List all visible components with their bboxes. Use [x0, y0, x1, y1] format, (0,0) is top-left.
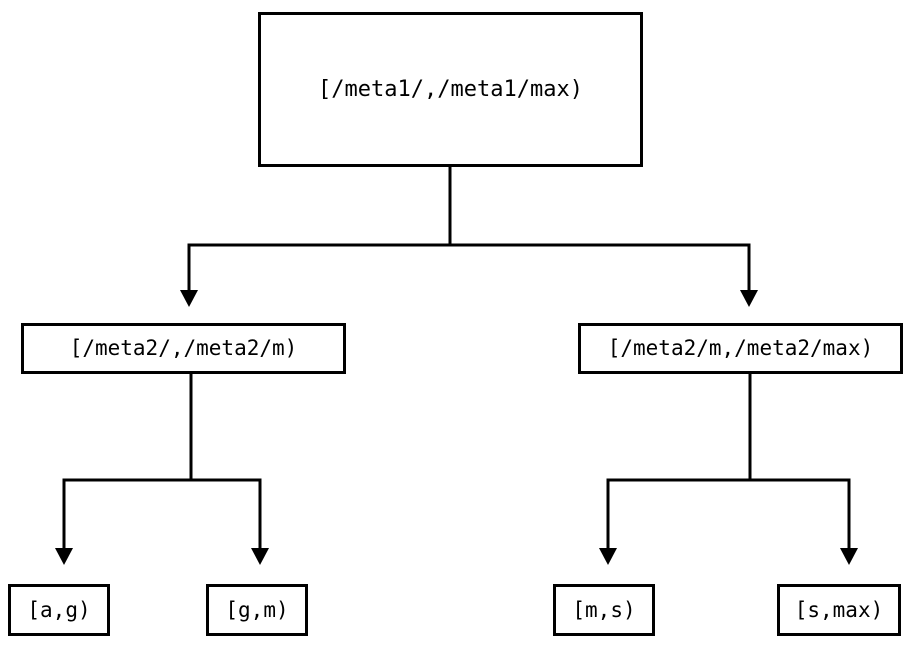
- tree-node-mid-right: [/meta2/m,/meta2/max): [578, 323, 903, 374]
- tree-node-root-label: [/meta1/,/meta1/max): [318, 76, 583, 102]
- tree-node-leaf-ag: [a,g): [8, 584, 110, 636]
- tree-node-leaf-ms-label: [m,s): [572, 597, 636, 622]
- tree-node-leaf-ms: [m,s): [553, 584, 655, 636]
- tree-node-root: [/meta1/,/meta1/max): [258, 12, 643, 167]
- edge-root-to-mid-left: [180, 167, 452, 307]
- tree-node-leaf-ag-label: [a,g): [27, 597, 91, 622]
- tree-node-mid-left: [/meta2/,/meta2/m): [21, 323, 346, 374]
- edge-mid-left-to-leaf-ag: [55, 374, 193, 565]
- tree-node-leaf-gm: [g,m): [206, 584, 308, 636]
- arrowhead-down-icon: [740, 290, 758, 307]
- edge-root-to-mid-right: [448, 167, 758, 307]
- tree-node-leaf-gm-label: [g,m): [225, 597, 289, 622]
- arrowhead-down-icon: [251, 548, 269, 565]
- tree-node-mid-right-label: [/meta2/m,/meta2/max): [607, 336, 874, 360]
- arrowhead-down-icon: [55, 548, 73, 565]
- tree-node-mid-left-label: [/meta2/,/meta2/m): [69, 336, 298, 360]
- arrowhead-down-icon: [840, 548, 858, 565]
- tree-node-leaf-smax: [s,max): [777, 584, 901, 636]
- edge-mid-right-to-leaf-smax: [748, 374, 858, 565]
- tree-node-leaf-smax-label: [s,max): [794, 597, 884, 622]
- edge-mid-right-to-leaf-ms: [599, 374, 752, 565]
- edge-mid-left-to-leaf-gm: [189, 374, 269, 565]
- arrowhead-down-icon: [599, 548, 617, 565]
- arrowhead-down-icon: [180, 290, 198, 307]
